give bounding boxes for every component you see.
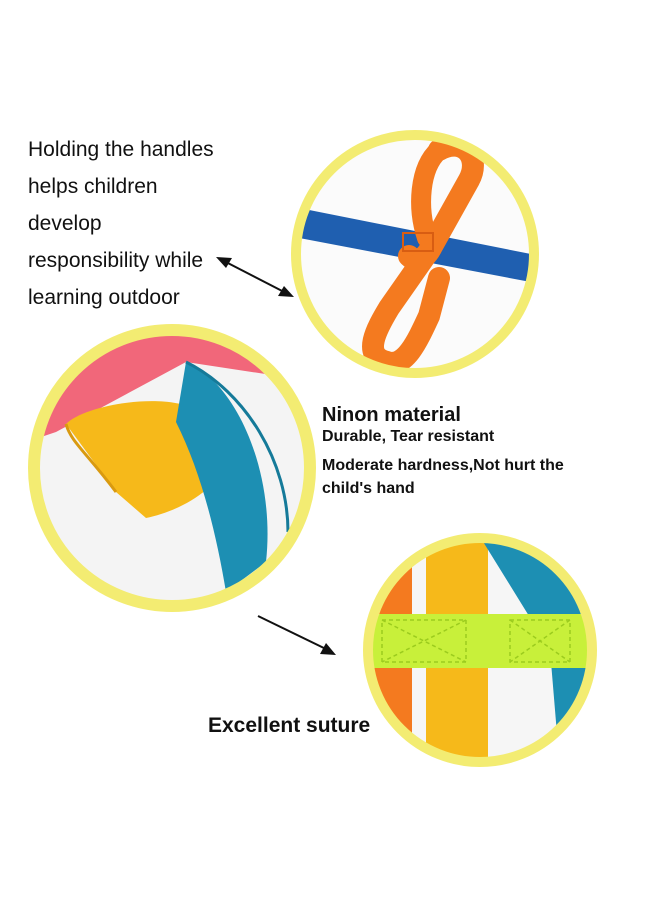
handles-caption-line-2: helps children	[28, 175, 158, 198]
handles-caption: Holding the handles helps children devel…	[28, 131, 268, 316]
arrow-right-down-icon	[257, 615, 336, 655]
handle-loop-photo	[289, 128, 541, 380]
material-line-2b: child's hand	[322, 480, 415, 497]
material-closeup-photo	[26, 322, 318, 614]
handles-caption-line-3: develop	[28, 212, 102, 235]
suture-title: Excellent suture	[208, 714, 371, 737]
material-line-1: Durable, Tear resistant	[322, 428, 495, 445]
handles-caption-line-1: Holding the handles	[28, 138, 214, 161]
handles-caption-line-5: learning outdoor	[28, 286, 180, 309]
material-title: Ninon material	[322, 404, 461, 426]
material-line-2a: Moderate hardness,Not hurt the	[322, 457, 564, 474]
handles-caption-line-4: responsibility while	[28, 249, 204, 272]
double-arrow-icon	[216, 257, 294, 297]
suture-closeup-photo	[360, 530, 600, 770]
